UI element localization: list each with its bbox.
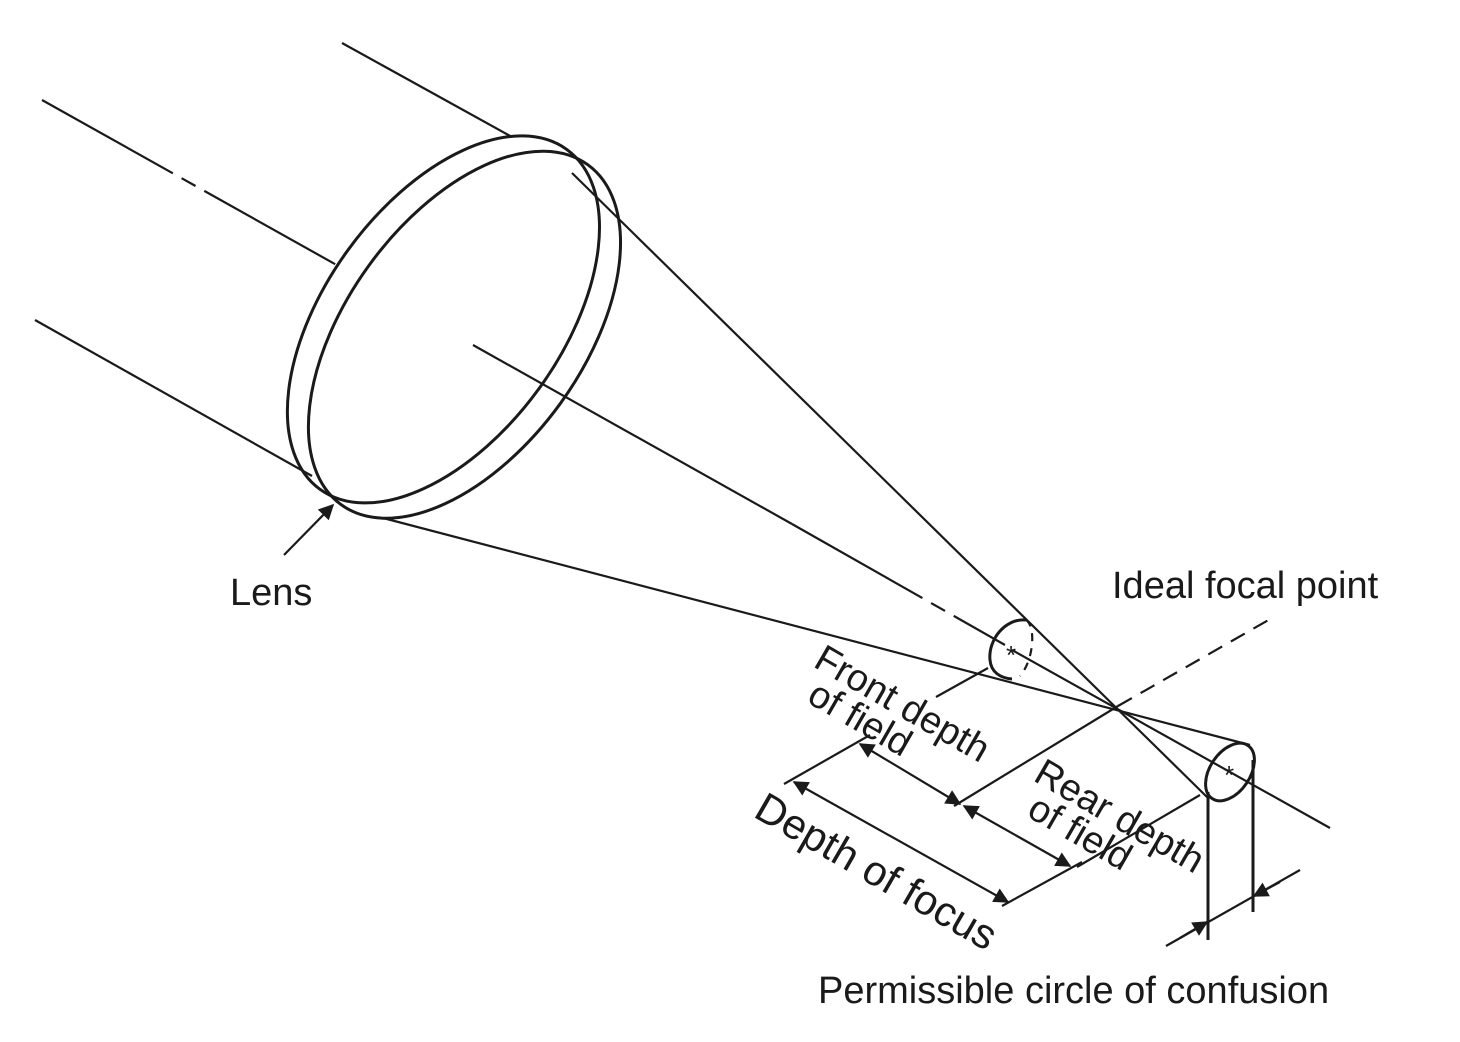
optical-axis-dashed — [791, 523, 1006, 646]
front-extension-line — [935, 667, 989, 698]
coc-arrow-right — [1252, 881, 1281, 897]
rear-extension-line — [1076, 794, 1201, 868]
optical-axis-rear — [1011, 649, 1331, 829]
rear-circle-center-mark: * — [1224, 760, 1234, 790]
cone-ray-lower — [382, 516, 1251, 747]
lens-label: Lens — [230, 572, 312, 614]
ideal-focal-point-label: Ideal focal point — [1112, 565, 1379, 607]
coc-arrow-left — [1179, 921, 1209, 939]
lens — [285, 134, 623, 520]
dof-end-line — [1001, 861, 1083, 907]
incoming-ray-top — [341, 42, 513, 138]
front-dof-start-line — [783, 734, 871, 785]
front-depth-label: Front depth of field — [801, 637, 997, 771]
rear-depth-label: Rear depth of field — [1021, 751, 1211, 881]
cone-ray-upper — [571, 172, 1209, 799]
depth-of-focus-label: Depth of focus — [748, 783, 1006, 959]
optical-axis — [472, 344, 793, 525]
lens-pointer-arrow — [283, 503, 335, 556]
incoming-ray-middle — [41, 99, 343, 269]
front-circle-center-mark: * — [1006, 640, 1016, 670]
depth-of-focus-label-text: Depth of focus — [748, 783, 1006, 959]
incoming-ray-bottom — [34, 319, 313, 477]
ideal-focal-plane-line — [1117, 617, 1273, 707]
depth-of-focus-arrow — [792, 781, 1010, 903]
circle-of-confusion-label: Permissible circle of confusion — [818, 970, 1329, 1012]
rear-circle: * — [1204, 741, 1256, 803]
front-circle: * — [988, 618, 1034, 681]
lens-back-face — [285, 134, 601, 505]
lens-front-face — [306, 149, 623, 520]
